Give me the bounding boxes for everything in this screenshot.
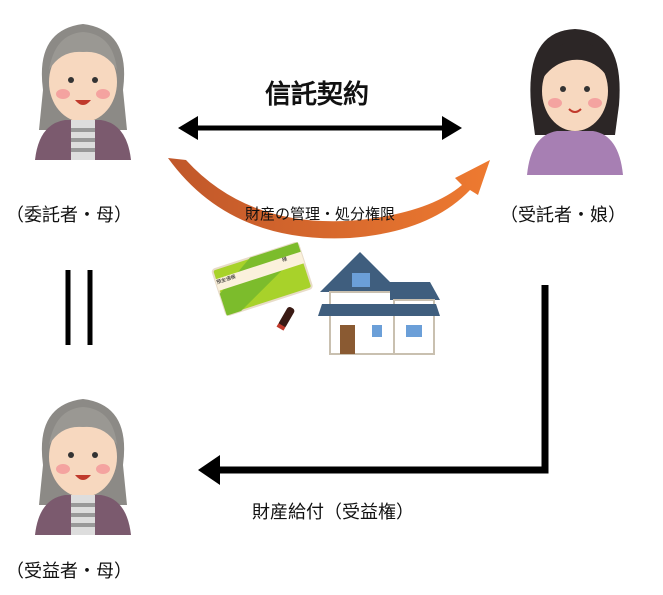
beneficiary-mother-illustration xyxy=(35,399,131,535)
settlor-label: （委託者・母） xyxy=(6,205,132,226)
trust-contract-label: 信託契約 xyxy=(265,80,370,110)
house-illustration xyxy=(318,252,440,355)
trustee-label: （受託者・娘） xyxy=(500,205,626,226)
benefit-arrow xyxy=(198,285,549,485)
settlor-mother-illustration xyxy=(35,24,131,160)
trustee-daughter-illustration xyxy=(527,29,623,175)
double-arrow xyxy=(178,116,462,140)
benefit-label: 財産給付（受益権） xyxy=(252,502,414,523)
orange-curved-arrow xyxy=(168,158,490,239)
equals-vertical-lines xyxy=(65,270,93,345)
management-authority-label: 財産の管理・処分権限 xyxy=(245,205,396,223)
seal-stamp-illustration xyxy=(276,306,295,331)
beneficiary-label: （受益者・母） xyxy=(6,561,132,582)
bankbook-illustration xyxy=(211,241,313,316)
